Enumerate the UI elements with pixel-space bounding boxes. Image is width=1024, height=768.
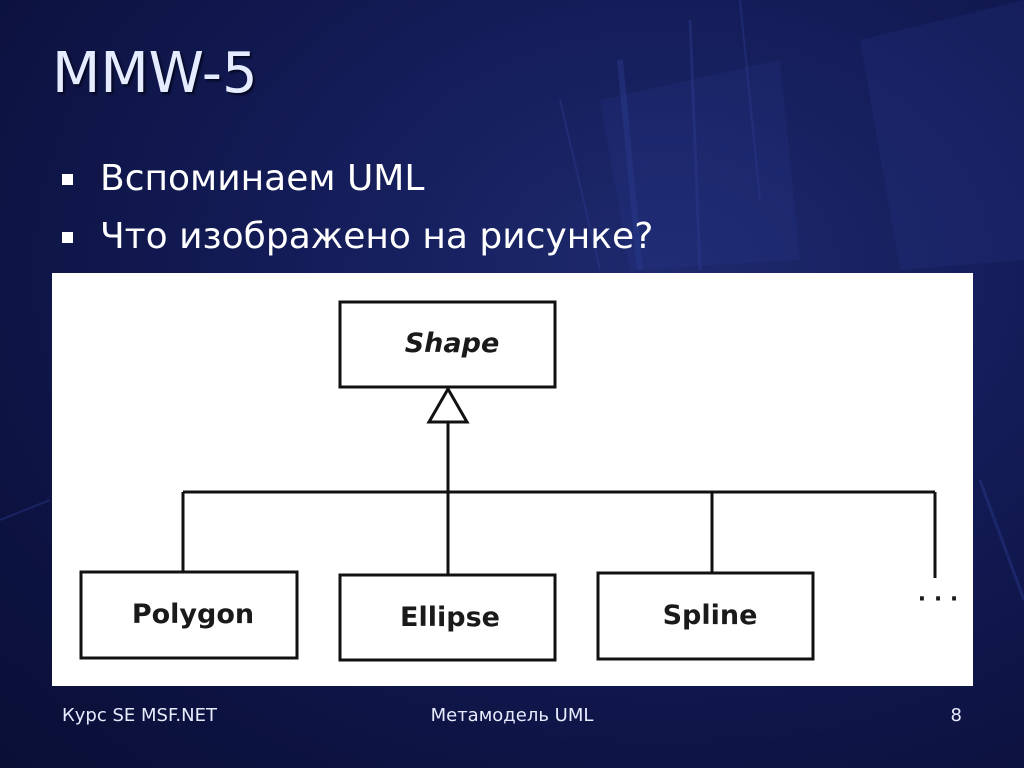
uml-diagram-canvas: Shape Polygon Ellipse Spline · · · — [79, 300, 958, 662]
bullet-list: Вспоминаем UML Что изображено на рисунке… — [62, 150, 653, 266]
bullet-item: Вспоминаем UML — [62, 150, 653, 208]
subclass-box-spline — [596, 571, 815, 661]
bullet-item: Что изображено на рисунке? — [62, 208, 653, 266]
bullet-text: Вспоминаем UML — [100, 158, 425, 199]
slide-title: MMW-5 — [52, 41, 258, 106]
square-bullet-icon — [62, 174, 73, 185]
subclass-label-spline: Spline — [663, 600, 758, 631]
subclass-label-polygon: Polygon — [132, 599, 254, 630]
superclass-label: Shape — [405, 328, 500, 359]
slide-number: 8 — [950, 705, 962, 726]
bullet-text: Что изображено на рисунке? — [100, 216, 654, 257]
footer-topic: Метамодель UML — [430, 705, 594, 726]
generalization-arrowhead — [426, 385, 470, 424]
subclass-label-ellipse: Ellipse — [400, 602, 500, 633]
more-subclasses-marker: · · · — [918, 587, 958, 612]
square-bullet-icon — [62, 232, 73, 243]
subclass-box-polygon — [79, 570, 299, 660]
subclass-box-ellipse — [338, 573, 557, 662]
footer-course: Курс SE MSF.NET — [62, 705, 217, 726]
uml-class-diagram: Shape Polygon Ellipse Spline · · · — [52, 273, 973, 686]
